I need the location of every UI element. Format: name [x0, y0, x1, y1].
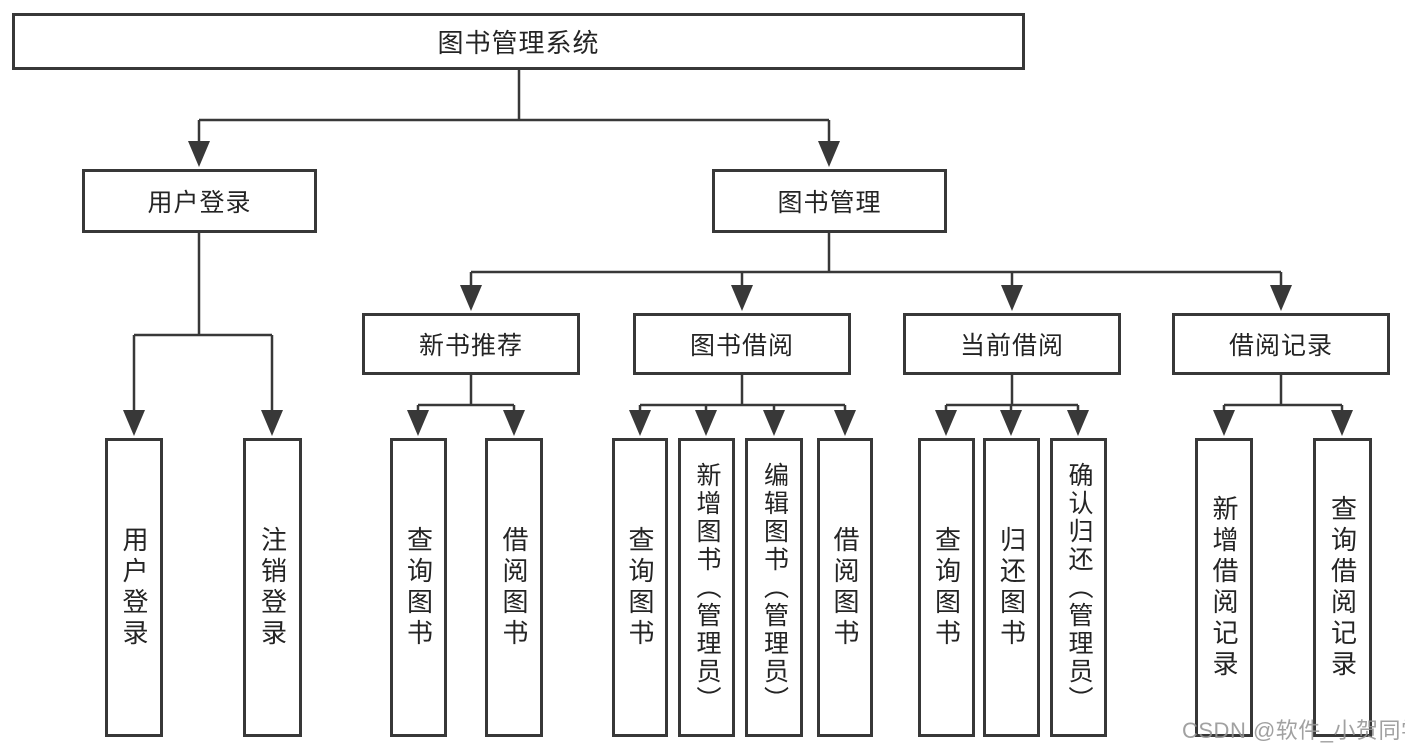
- node-label: 图书管理: [777, 189, 882, 217]
- leaf-add-books-admin: 新增图书（管理员）: [678, 438, 735, 737]
- leaf-label: 查询图书: [625, 525, 655, 650]
- node-borrow-records: 借阅记录: [1172, 313, 1390, 375]
- leaf-label: 编辑图书（管理员）: [760, 461, 789, 714]
- leaf-edit-books-admin: 编辑图书（管理员）: [745, 438, 803, 737]
- node-label: 图书借阅: [689, 332, 794, 360]
- node-library-system: 图书管理系统: [12, 13, 1025, 70]
- leaf-label: 新增图书（管理员）: [693, 461, 721, 714]
- leaf-borrow-books-borrow: 借阅图书: [817, 438, 873, 737]
- node-label: 用户登录: [147, 189, 252, 217]
- leaf-confirm-return-admin: 确认归还（管理员）: [1050, 438, 1107, 737]
- leaf-label: 查询借阅记录: [1327, 494, 1358, 681]
- leaf-label: 查询图书: [931, 525, 962, 650]
- leaf-return-books: 归还图书: [983, 438, 1040, 737]
- node-current-borrowing: 当前借阅: [903, 313, 1121, 375]
- leaf-query-books-borrow: 查询图书: [612, 438, 668, 737]
- leaf-query-books-newrec: 查询图书: [390, 438, 447, 737]
- node-user-login: 用户登录: [82, 169, 317, 233]
- leaf-label: 新增借阅记录: [1209, 494, 1239, 681]
- leaf-label: 查询图书: [403, 525, 434, 650]
- leaf-label: 借阅图书: [830, 525, 860, 650]
- node-book-borrowing: 图书借阅: [633, 313, 851, 375]
- leaf-add-borrow-record: 新增借阅记录: [1195, 438, 1253, 737]
- leaf-user-login: 用户登录: [105, 438, 163, 737]
- leaf-logout: 注销登录: [243, 438, 302, 737]
- csdn-watermark: CSDN @软件_小贺同学: [1182, 718, 1405, 743]
- leaf-query-borrow-record: 查询借阅记录: [1313, 438, 1372, 737]
- leaf-label: 用户登录: [119, 525, 149, 650]
- node-label: 当前借阅: [959, 332, 1064, 360]
- arrowheads: [123, 141, 1353, 436]
- node-label: 图书管理系统: [437, 28, 600, 58]
- leaf-label: 借阅图书: [499, 525, 529, 650]
- leaf-label: 注销登录: [257, 525, 288, 650]
- leaf-borrow-books-newrec: 借阅图书: [485, 438, 543, 737]
- node-book-management: 图书管理: [712, 169, 947, 233]
- leaf-label: 确认归还（管理员）: [1065, 461, 1093, 714]
- leaf-label: 归还图书: [996, 525, 1027, 650]
- node-label: 借阅记录: [1228, 332, 1333, 360]
- node-label: 新书推荐: [418, 332, 523, 360]
- node-new-book-recommend: 新书推荐: [362, 313, 580, 375]
- leaf-query-books-current: 查询图书: [918, 438, 975, 737]
